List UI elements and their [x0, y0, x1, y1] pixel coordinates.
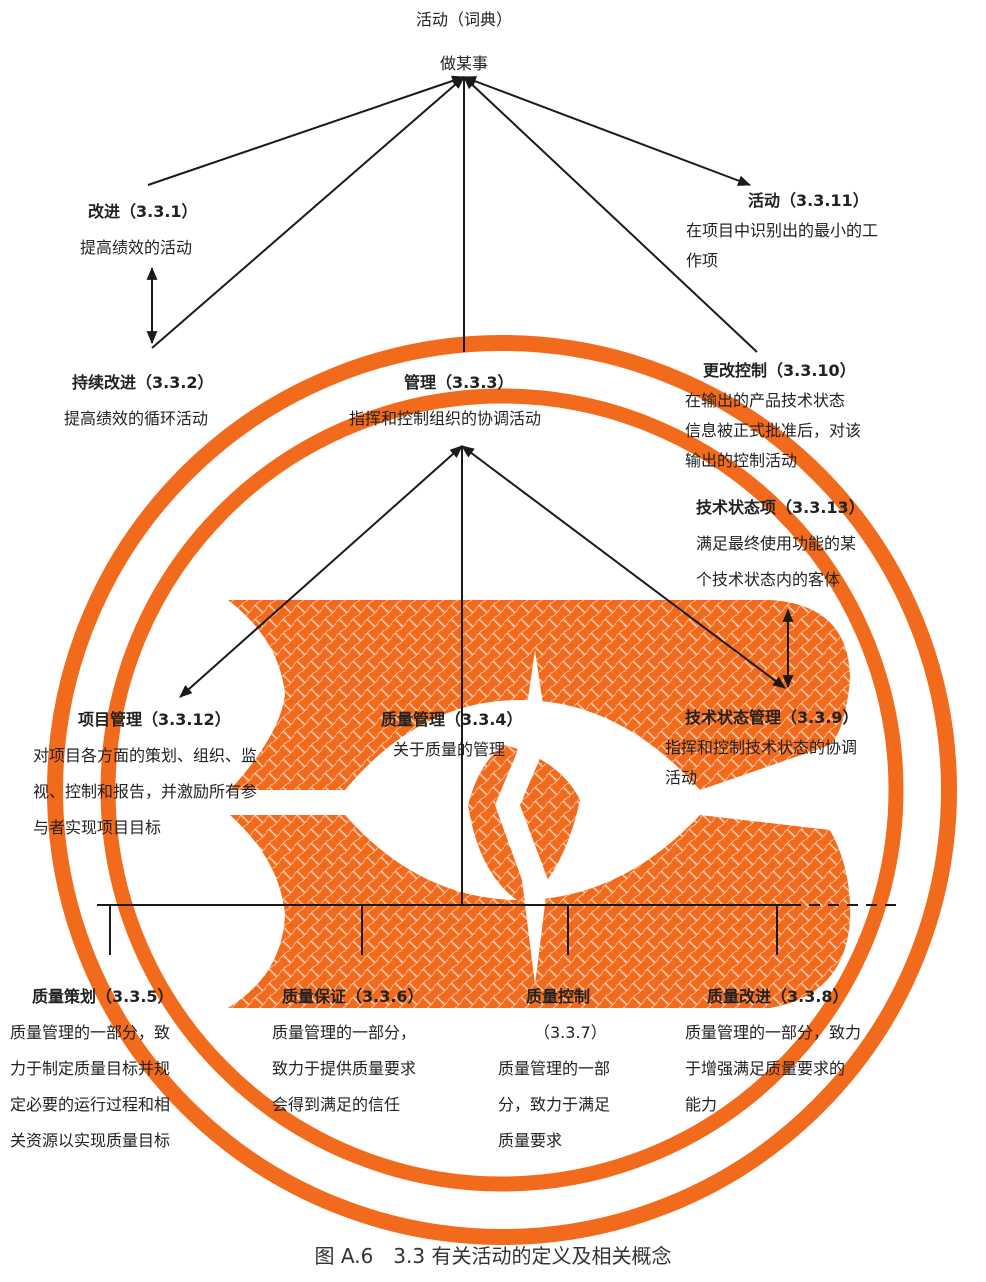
- arrow-change-control-to-root: [463, 76, 758, 353]
- desc-line: 个技术状态内的客体: [696, 570, 841, 589]
- node-title: 项目管理（3.3.12）: [78, 710, 231, 729]
- node-quality-planning: 质量策划（3.3.5） 质量管理的一部分，致 力于制定质量目标并规 定必要的运行…: [10, 982, 174, 1156]
- desc-line: 指挥和控制技术状态的协调: [665, 738, 858, 757]
- node-desc: 指挥和控制组织的协调活动: [349, 404, 541, 434]
- desc-line: 在输出的产品技术状态: [685, 391, 846, 410]
- node-activity: 活动（3.3.11） 在项目中识别出的最小的工 作项: [686, 186, 878, 276]
- node-title: 持续改进（3.3.2）: [72, 373, 214, 392]
- desc-line: 视、控制和报告，并激励所有参: [33, 782, 258, 801]
- desc-line: 关于质量的管理: [393, 740, 506, 759]
- desc-line: 提高绩效的活动: [80, 238, 193, 257]
- node-root: 活动（词典） 做某事: [402, 5, 526, 79]
- desc-line: 质量管理的一部分，: [272, 1023, 417, 1042]
- desc-line: 与者实现项目目标: [33, 818, 162, 837]
- node-title: 更改控制（3.3.10）: [703, 361, 856, 380]
- desc-line: 质量管理的一部: [498, 1059, 611, 1078]
- node-desc: 关于质量的管理: [393, 735, 523, 765]
- node-title: 质量保证（3.3.6）: [282, 987, 424, 1006]
- arrow-root-to-activity: [462, 76, 752, 186]
- node-desc: 在项目中识别出的最小的工 作项: [686, 216, 878, 276]
- desc-line: 能力: [685, 1095, 718, 1114]
- arrow-continual-improvement-to-root: [151, 76, 465, 349]
- desc-line: 会得到满足的信任: [272, 1095, 401, 1114]
- desc-line: 提高绩效的循环活动: [64, 409, 209, 428]
- node-configuration-management: 技术状态管理（3.3.9） 指挥和控制技术状态的协调 活动: [665, 703, 859, 793]
- node-title: 质量策划（3.3.5）: [32, 987, 174, 1006]
- desc-line: 对项目各方面的策划、组织、监: [33, 746, 258, 765]
- figure-caption: 图 A.6 3.3 有关活动的定义及相关概念: [314, 1244, 672, 1268]
- desc-line: 输出的控制活动: [685, 451, 798, 470]
- arrow-improvement-to-root: [147, 75, 466, 186]
- node-desc: 质量管理的一部分，致力 于增强满足质量要求的 能力: [685, 1018, 861, 1120]
- node-continual-improvement: 持续改进（3.3.2） 提高绩效的循环活动: [64, 368, 214, 434]
- desc-line: 作项: [686, 251, 719, 270]
- node-root-desc: 做某事: [439, 54, 488, 73]
- desc-line: 活动: [665, 768, 698, 787]
- node-desc: 质量管理的一部 分，致力于满足 质量要求: [498, 1054, 610, 1156]
- arrow-management-to-project: [179, 445, 463, 698]
- desc-line: 分，致力于满足: [498, 1095, 611, 1114]
- node-title: 活动（3.3.11）: [748, 191, 869, 210]
- node-root-title: 活动（词典）: [415, 10, 512, 29]
- desc-line: 质量管理的一部分，致力: [685, 1023, 862, 1042]
- desc-line: 在项目中识别出的最小的工: [686, 221, 879, 240]
- node-title: 质量改进（3.3.8）: [707, 987, 849, 1006]
- node-improvement: 改进（3.3.1） 提高绩效的活动: [80, 197, 198, 263]
- node-quality-control: 质量控制 （3.3.7） 质量管理的一部 分，致力于满足 质量要求: [498, 982, 610, 1156]
- node-configuration-object: 技术状态项（3.3.13） 满足最终使用功能的某 个技术状态内的客体: [696, 493, 865, 595]
- watermark-emblem-spike: [495, 650, 548, 985]
- desc-line: 质量管理的一部分，致: [10, 1023, 171, 1042]
- node-title: 技术状态管理（3.3.9）: [685, 708, 859, 727]
- desc-line: 致力于提供质量要求: [272, 1059, 417, 1078]
- desc-line: 定必要的运行过程和相: [10, 1095, 171, 1114]
- arrow-management-to-configuration: [461, 445, 786, 689]
- node-management: 管理（3.3.3） 指挥和控制组织的协调活动: [349, 368, 541, 434]
- watermark-inner-ring: [100, 388, 904, 1192]
- node-quality-assurance: 质量保证（3.3.6） 质量管理的一部分， 致力于提供质量要求 会得到满足的信任: [272, 982, 424, 1120]
- node-desc: 在输出的产品技术状态 信息被正式批准后，对该 输出的控制活动: [685, 386, 861, 476]
- node-change-control: 更改控制（3.3.10） 在输出的产品技术状态 信息被正式批准后，对该 输出的控…: [685, 356, 861, 476]
- node-desc: 满足最终使用功能的某 个技术状态内的客体: [696, 529, 865, 595]
- node-title: 质量控制: [526, 987, 591, 1006]
- node-title: 改进（3.3.1）: [88, 202, 198, 221]
- node-title: 管理（3.3.3）: [404, 373, 514, 392]
- connectors: [97, 75, 900, 955]
- node-desc: 对项目各方面的策划、组织、监 视、控制和报告，并激励所有参 与者实现项目目标: [33, 741, 257, 843]
- node-desc: 指挥和控制技术状态的协调 活动: [665, 733, 859, 793]
- node-desc: 提高绩效的活动: [80, 233, 198, 263]
- node-title: 技术状态项（3.3.13）: [696, 498, 865, 517]
- node-quality-management: 质量管理（3.3.4） 关于质量的管理: [381, 705, 523, 765]
- watermark-outer-ring: [47, 335, 957, 1245]
- node-title: 质量管理（3.3.4）: [381, 710, 523, 729]
- desc-line: 于增强满足质量要求的: [685, 1059, 846, 1078]
- desc-line: 信息被正式批准后，对该: [685, 421, 862, 440]
- desc-line: 满足最终使用功能的某: [696, 534, 857, 553]
- node-project-management: 项目管理（3.3.12） 对项目各方面的策划、组织、监 视、控制和报告，并激励所…: [33, 705, 257, 843]
- desc-line: 力于制定质量目标并规: [10, 1059, 171, 1078]
- desc-line: 质量要求: [498, 1131, 563, 1150]
- node-desc: 提高绩效的循环活动: [64, 404, 214, 434]
- node-ref: （3.3.7）: [534, 1023, 607, 1042]
- desc-line: 关资源以实现质量目标: [10, 1131, 171, 1150]
- node-desc: 质量管理的一部分，致 力于制定质量目标并规 定必要的运行过程和相 关资源以实现质…: [10, 1018, 174, 1156]
- desc-line: 指挥和控制组织的协调活动: [349, 409, 542, 428]
- node-desc: 质量管理的一部分， 致力于提供质量要求 会得到满足的信任: [272, 1018, 424, 1120]
- node-quality-improvement: 质量改进（3.3.8） 质量管理的一部分，致力 于增强满足质量要求的 能力: [685, 982, 861, 1120]
